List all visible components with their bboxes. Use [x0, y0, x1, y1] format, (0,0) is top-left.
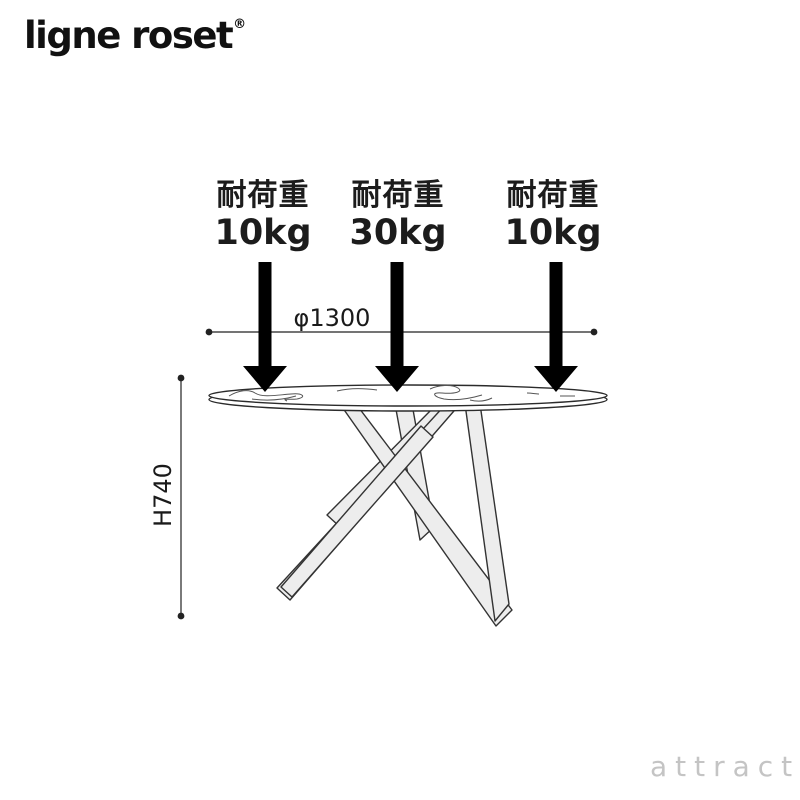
dimension-endpoint-dot [177, 612, 185, 620]
load-capacity-title: 耐荷重 [506, 178, 600, 213]
table-leg-left-arm [280, 425, 434, 598]
load-capacity-value: 10kg [214, 213, 312, 253]
brand-logo: ligne roset® [24, 14, 246, 57]
load-capacity-label-right: 耐荷重 10kg [473, 181, 633, 251]
load-capacity-label-center: 耐荷重 30kg [318, 181, 478, 251]
load-capacity-title: 耐荷重 [351, 178, 445, 213]
table-top [208, 384, 608, 412]
registered-trademark-symbol: ® [233, 17, 247, 32]
height-dimension-label: H740 [149, 463, 177, 527]
down-arrow-icon [243, 262, 287, 392]
load-capacity-title: 耐荷重 [216, 178, 310, 213]
dimension-endpoint-dot [177, 374, 185, 382]
load-capacity-label-left: 耐荷重 10kg [183, 181, 343, 251]
height-dimension-line [177, 374, 185, 620]
diameter-dimension-label: φ1300 [293, 304, 371, 332]
dimension-endpoint-dot [205, 328, 213, 336]
down-arrow-icon [375, 262, 419, 392]
watermark-text: attract [650, 750, 800, 783]
table-top-surface [208, 384, 608, 407]
marble-veins [228, 385, 575, 402]
down-arrow-icon [534, 262, 578, 392]
load-capacity-value: 10kg [504, 213, 602, 253]
brand-logo-text: ligne roset [24, 14, 234, 57]
load-capacity-value: 30kg [349, 213, 447, 253]
load-arrows [243, 262, 578, 392]
table-legs [276, 403, 513, 627]
dimension-endpoint-dot [590, 328, 598, 336]
